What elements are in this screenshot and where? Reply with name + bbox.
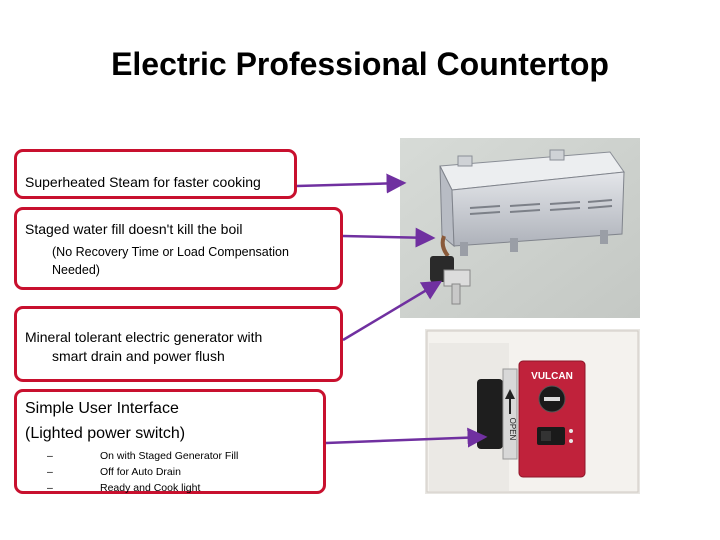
callout-water-text: Staged water fill doesn't kill the boil [25,221,243,237]
control-panel-image: OPEN VULCAN [425,329,640,494]
arrow-steam [296,173,407,194]
bullet-dash: – [47,450,53,462]
bullet-dash: – [47,466,53,478]
callout-ui-line2: (Lighted power switch) [25,425,186,442]
arrow-generator [342,280,443,342]
bullet-text: On with Staged Generator Fill [100,450,239,462]
callout-water-subtext: (No Recovery Time or Load Compensation N… [52,245,289,277]
arrow-user-interface [325,427,488,448]
callout-ui-line1: Simple User Interface [25,400,179,417]
list-item: – On with Staged Generator Fill [47,448,238,464]
control-panel-illustration: OPEN VULCAN [425,329,640,494]
callout-superheated-steam: Superheated Steam for faster cooking [14,149,297,199]
slide-title: Electric Professional Countertop [111,46,609,82]
bullet-dash: – [47,482,53,494]
callout-steam-text: Superheated Steam for faster cooking [25,174,261,190]
brand-logo: VULCAN [531,371,573,382]
callout-generator-line1: Mineral tolerant electric generator with [25,329,263,345]
list-item: – Ready and Cook light [47,480,238,496]
callout-staged-water-fill: Staged water fill doesn't kill the boil … [14,207,343,290]
ui-feature-list: – On with Staged Generator Fill – Off fo… [47,448,238,496]
steam-generator-image [400,138,640,318]
steam-generator-illustration [400,138,640,318]
callout-generator-line2: smart drain and power flush [52,348,225,364]
callout-simple-user-interface: Simple User Interface (Lighted power swi… [14,389,326,494]
bullet-text: Off for Auto Drain [100,466,181,478]
arrow-water-fill [342,227,436,248]
callout-mineral-tolerant-generator: Mineral tolerant electric generator with… [14,306,343,382]
bullet-text: Ready and Cook light [100,482,201,494]
open-label: OPEN [508,418,517,441]
list-item: – Off for Auto Drain [47,464,238,480]
